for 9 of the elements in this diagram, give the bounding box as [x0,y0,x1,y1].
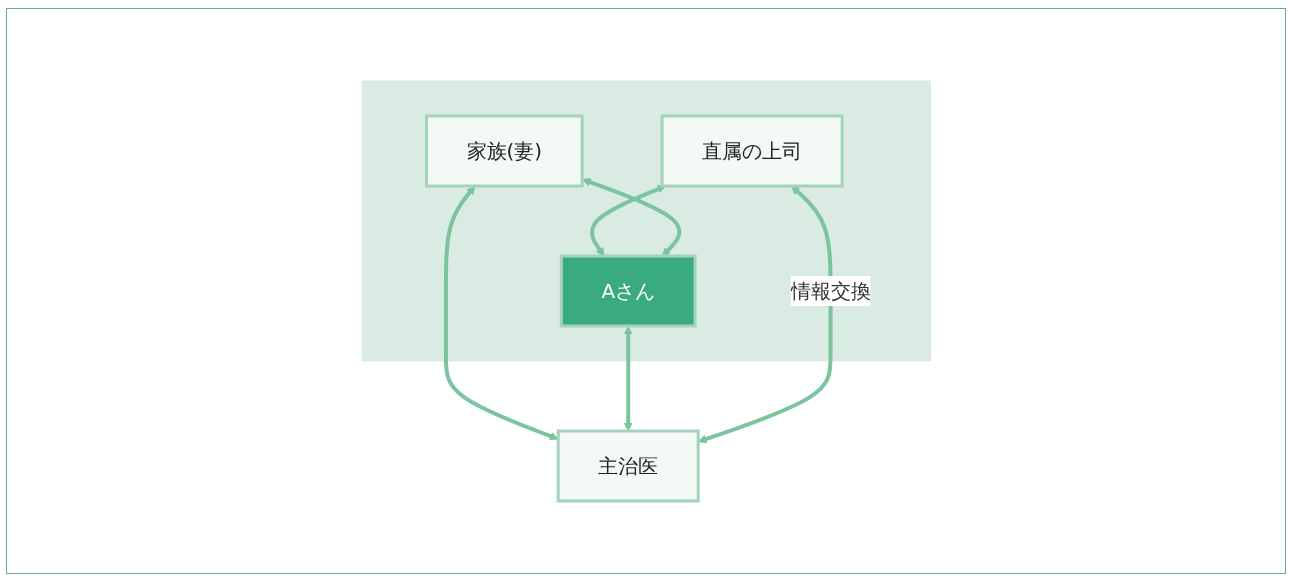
node-box: 主治医 [556,429,700,503]
node-box: 家族(妻) [424,114,584,188]
edge-label: 情報交換 [790,279,871,303]
arrow [581,178,682,257]
arrow [623,326,633,432]
arrow [589,185,666,257]
node-box: 直属の上司 [660,114,844,188]
node-box: Aさん [559,254,697,328]
cluster [361,80,931,362]
